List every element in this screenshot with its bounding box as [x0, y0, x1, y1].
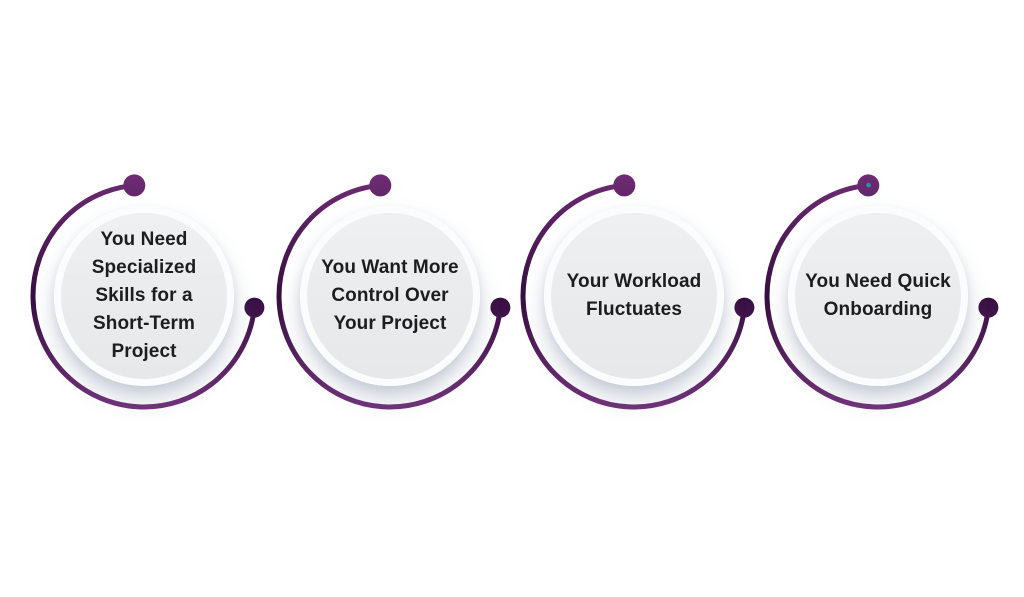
arc-ring — [276, 174, 511, 410]
arc-start-dot — [369, 174, 392, 197]
card-circle: Your Workload Fluctuates — [544, 206, 724, 386]
reason-card-3: Your Workload Fluctuates — [511, 172, 757, 422]
reason-card-1: You Need Specialized Skills for a Short-… — [21, 172, 267, 422]
card-title: You Need Quick Onboarding — [805, 268, 951, 324]
arc — [276, 182, 503, 410]
card-title-line: Control Over — [331, 285, 449, 306]
arc-start-dot — [613, 174, 636, 197]
card-title-line: Specialized — [91, 257, 197, 278]
card-circle: You Need Quick Onboarding — [788, 206, 968, 386]
card-title-line: Onboarding — [823, 299, 933, 320]
reason-card-4: You Need Quick Onboarding — [755, 172, 1001, 422]
card-title-line: Your Workload — [566, 271, 702, 292]
card-title-line: You Need — [100, 229, 188, 250]
arc — [764, 182, 991, 410]
arc-start-dot — [123, 174, 146, 197]
card-title-line: You Need Quick — [805, 271, 951, 292]
arc-ring — [520, 174, 755, 410]
card-title-line: Your Project — [333, 313, 447, 334]
arc — [520, 182, 747, 410]
arc — [30, 182, 257, 410]
card-title-line: Project — [111, 341, 177, 362]
arc-end-dot — [490, 297, 511, 318]
arc-end-dot — [244, 297, 265, 318]
card-title-line: You Want More — [321, 257, 459, 278]
card-title: You Want More Control Over Your Project — [321, 254, 458, 338]
card-title: Your Workload Fluctuates — [567, 268, 702, 324]
arc-end-dot — [978, 297, 999, 318]
card-title-line: Skills for a — [95, 285, 193, 306]
card-title-line: Short-Term — [93, 313, 195, 334]
arc-ring — [764, 174, 999, 410]
card-title-line: Fluctuates — [585, 299, 682, 320]
dot-speck — [866, 182, 871, 188]
arc-ring — [30, 174, 265, 410]
card-title: You Need Specialized Skills for a Short-… — [92, 226, 197, 366]
reason-card-2: You Want More Control Over Your Project — [267, 172, 513, 422]
arc-end-dot — [734, 297, 755, 318]
card-circle: You Want More Control Over Your Project — [300, 206, 480, 386]
card-circle: You Need Specialized Skills for a Short-… — [54, 206, 234, 386]
